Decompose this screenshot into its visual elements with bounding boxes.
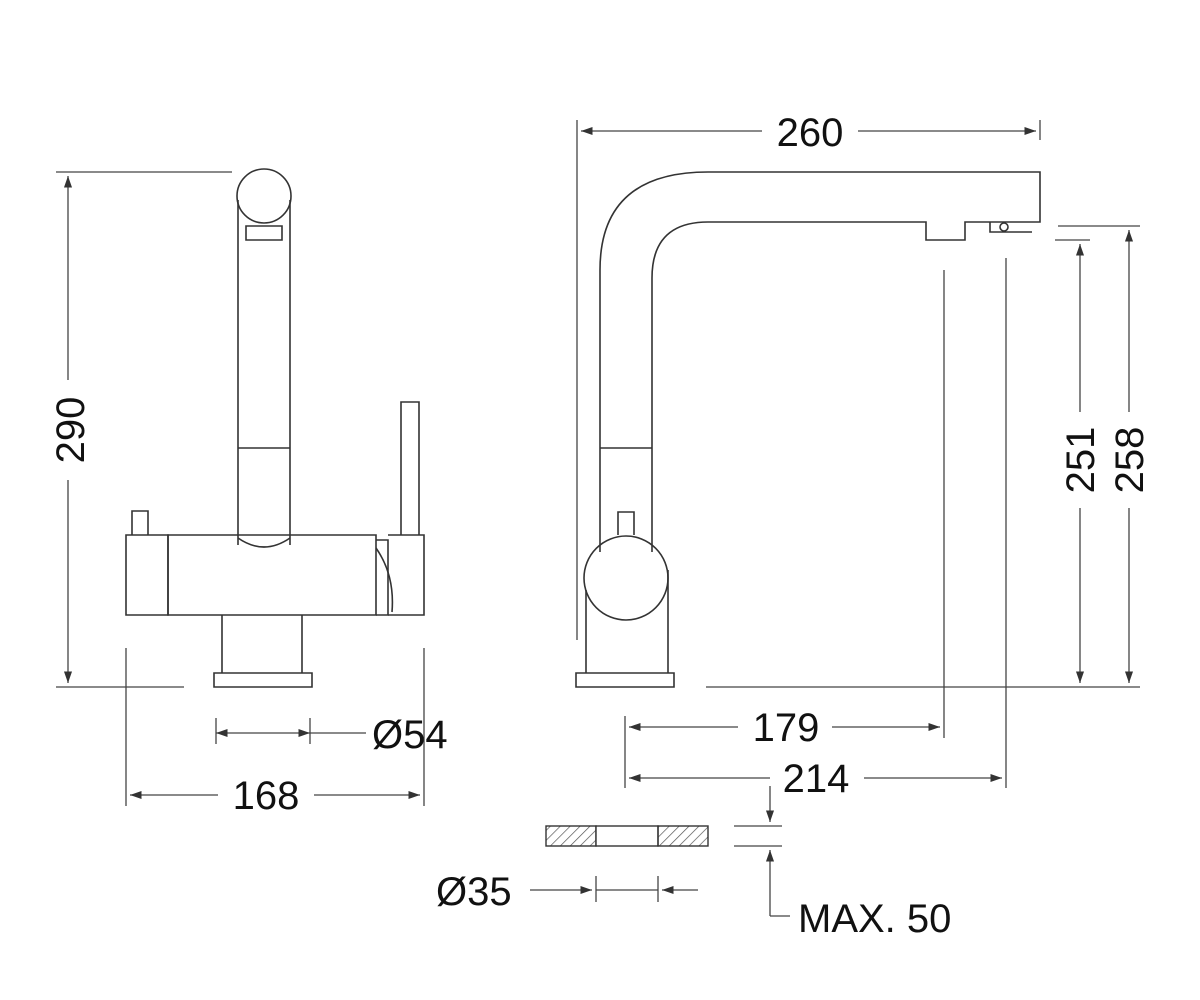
front-view	[125, 168, 425, 688]
mounting-detail	[545, 825, 709, 847]
dim-label-290: 290	[49, 397, 93, 464]
dimension-labels: 290 168 Ø54 260 251 258 179 214 Ø35 MAX.…	[49, 111, 1152, 941]
dim-label-258: 258	[1108, 427, 1152, 494]
dimension-lines	[56, 120, 1140, 917]
dim-label-251: 251	[1059, 427, 1103, 494]
side-view	[575, 171, 1041, 688]
dim-label-179: 179	[753, 706, 820, 750]
dim-label-d35: Ø35	[436, 870, 512, 914]
dim-label-d54: Ø54	[372, 713, 448, 757]
dim-label-max50: MAX. 50	[798, 897, 951, 941]
dim-label-168: 168	[233, 774, 300, 818]
dim-label-214: 214	[783, 757, 850, 801]
dim-label-260: 260	[777, 111, 844, 155]
